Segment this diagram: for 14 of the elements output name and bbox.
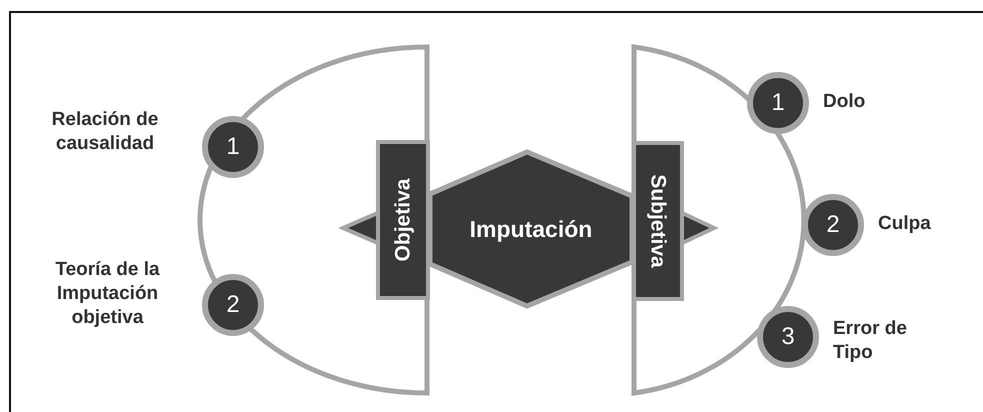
numbered-circle: 3 — [757, 306, 819, 368]
numbered-circle: 2 — [802, 194, 864, 256]
item-label: Dolo — [823, 90, 866, 114]
item-label: Relación de causalidad — [50, 108, 160, 156]
item-label: Error de Tipo — [833, 317, 908, 364]
item-label: Culpa — [878, 212, 932, 236]
bar-label: Subjetiva — [646, 174, 670, 268]
item-label: Teoría de la Imputación objetiva — [54, 258, 161, 330]
numbered-circle: 2 — [202, 274, 264, 336]
node-title: Imputación — [470, 216, 592, 242]
numbered-circle: 1 — [747, 72, 809, 134]
hexagon-node — [430, 148, 632, 310]
bar-label: Objetiva — [391, 178, 415, 262]
numbered-circle: 1 — [202, 116, 264, 178]
